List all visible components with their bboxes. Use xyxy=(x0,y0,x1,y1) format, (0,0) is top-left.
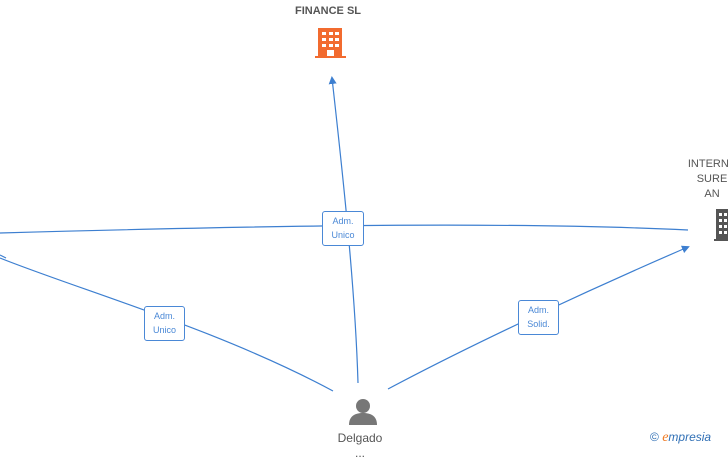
building-icon xyxy=(714,209,728,241)
edge-label-left[interactable]: Adm. Unico xyxy=(144,306,185,341)
watermark: © empresia xyxy=(650,430,711,446)
relationship-graph xyxy=(0,28,728,425)
edge-label-center-line-1: Adm. xyxy=(332,216,354,226)
internal-node-label[interactable]: INTERNA SURE AN xyxy=(676,157,728,202)
edge-label-right-line-1: Adm. xyxy=(527,305,549,315)
person-node-label[interactable]: Delgado ... xyxy=(318,431,402,461)
edge-label-center[interactable]: Adm. Unico xyxy=(322,211,364,246)
edge-label-center-line-2: Unico xyxy=(331,230,355,240)
edge-stub-left xyxy=(0,254,7,259)
edge-label-left-line-2: Unico xyxy=(152,325,176,335)
internal-label-line-1: INTERNA xyxy=(687,158,728,170)
person-icon xyxy=(349,399,377,425)
edge-label-left-line-1: Adm. xyxy=(153,311,175,321)
copyright-icon: © xyxy=(650,430,659,444)
building-icon xyxy=(315,28,346,58)
finance-node-label[interactable]: FINANCE SL xyxy=(295,5,361,17)
internal-label-line-2: SURE xyxy=(696,173,728,185)
edge-label-right-line-2: Solid. xyxy=(527,319,550,329)
brand-initial: e xyxy=(662,430,669,445)
person-label-line-2: ... xyxy=(354,446,365,460)
edge-label-right[interactable]: Adm. Solid. xyxy=(518,300,559,335)
internal-label-line-3: AN xyxy=(704,188,720,200)
edge-left-to-internal xyxy=(0,224,689,234)
brand-name: mpresia xyxy=(668,430,712,444)
person-label-line-1: Delgado xyxy=(337,431,383,445)
